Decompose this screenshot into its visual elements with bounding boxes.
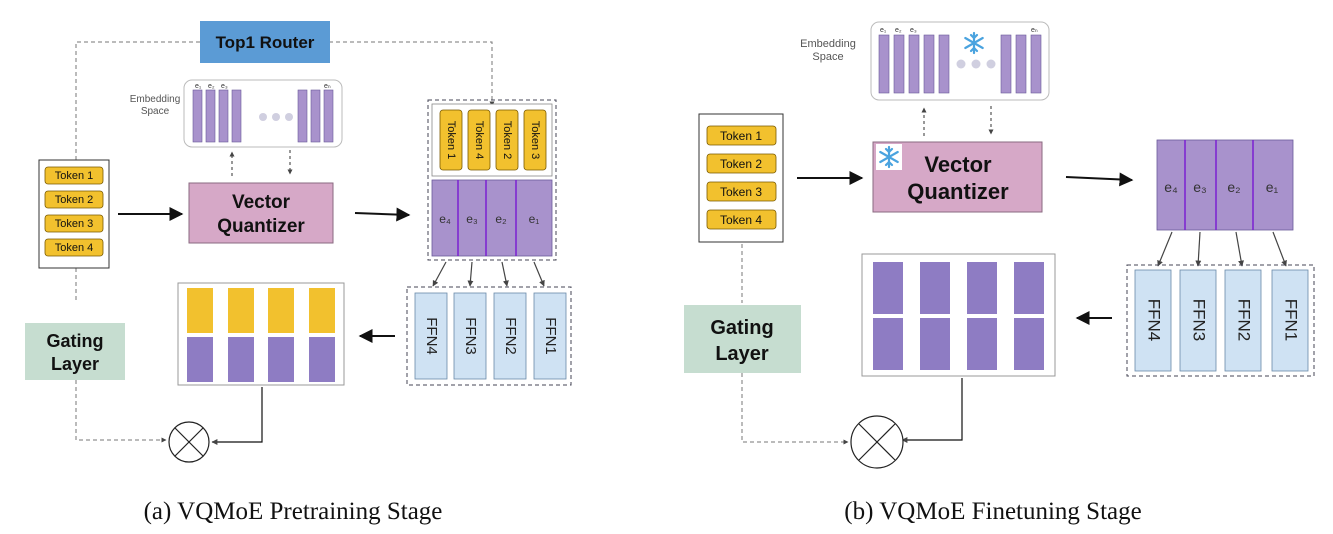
expert-a-3: FFN2	[502, 317, 519, 355]
expert-a-1: FFN4	[423, 317, 440, 355]
code-a-1: e₄	[439, 212, 451, 226]
output-to-mult-arrow-a	[211, 387, 263, 445]
embedding-label-b1: Embedding	[800, 38, 856, 50]
vq-label-b-2: Quantizer	[907, 179, 1009, 204]
token-a-2: Token 2	[55, 194, 94, 206]
expert-b-1: FFN4	[1145, 299, 1164, 342]
code-to-expert-arrows-b	[1157, 231, 1287, 267]
routed-token-a-2: Token 4	[473, 121, 485, 160]
token-b-1: Token 1	[720, 129, 762, 143]
routed-token-a-3: Token 2	[501, 121, 513, 160]
token-list-b: Token 1 Token 2 Token 3 Token 4	[706, 125, 777, 230]
vq-to-codes-arrow-a	[354, 207, 411, 222]
svg-text:e₂: e₂	[208, 83, 215, 90]
expert-a-2: FFN3	[462, 317, 479, 355]
code-labels-a: e₄ e₃ e₂ e₁	[439, 212, 539, 226]
vq-to-codes-arrow-b	[1065, 172, 1134, 187]
panel-b: Embedding Space e₁ e₂ e₃ eₙ Token 1 Token 2…	[684, 21, 1315, 525]
embedding-label-b2: Space	[812, 51, 843, 63]
token-a-1: Token 1	[55, 170, 94, 182]
embedding-label-a2: Space	[141, 106, 170, 117]
expert-group-b	[1126, 264, 1315, 377]
code-labels-b: e₄ e₃ e₂ e₁	[1164, 179, 1278, 195]
experts-b: FFN4 FFN3 FFN2 FFN1	[1134, 269, 1309, 372]
top1-router-box	[200, 21, 330, 63]
embedding-index-labels-b: e₁ e₂ e₃ eₙ	[880, 27, 1038, 34]
expert-output-bars-a	[187, 288, 335, 382]
snowflake-icon-quantizer	[874, 142, 904, 172]
svg-text:e₃: e₃	[910, 27, 917, 34]
expert-group-a	[406, 286, 572, 386]
token-a-4: Token 4	[55, 242, 94, 254]
multiply-node-b	[850, 415, 904, 469]
top1-router-label: Top1 Router	[216, 33, 315, 52]
ellipsis-dots-b	[956, 59, 996, 69]
expert-b-3: FFN2	[1235, 299, 1254, 342]
svg-text:e₁: e₁	[880, 27, 887, 34]
svg-text:eₙ: eₙ	[1031, 27, 1038, 34]
code-dividers-b	[1184, 140, 1254, 230]
gating-layer-a	[25, 323, 125, 380]
experts-a: FFN4 FFN3 FFN2 FFN1	[414, 292, 567, 380]
panel-a: Top1 Router Embedding Space e₁ e₂ e₃ eₙ Tok…	[25, 21, 572, 525]
code-block-b	[1156, 139, 1294, 231]
gating-label-a-1: Gating	[47, 331, 104, 351]
embedding-index-labels-a: e₁ e₂ e₃ eₙ	[195, 83, 331, 90]
multiply-node-a	[168, 421, 210, 463]
routed-tokens-a: Token 1 Token 4 Token 2 Token 3	[439, 109, 547, 171]
svg-text:e₃: e₃	[221, 83, 228, 90]
caption-b: (b) VQMoE Finetuning Stage	[844, 498, 1141, 525]
code-dividers-a	[457, 180, 517, 256]
code-b-2: e₃	[1193, 179, 1207, 195]
code-b-4: e₁	[1266, 179, 1279, 195]
ellipsis-dots-a	[259, 113, 293, 121]
expert-b-4: FFN1	[1282, 299, 1301, 342]
vq-label-b-1: Vector	[924, 152, 992, 177]
svg-text:e₁: e₁	[195, 83, 202, 90]
expert-a-4: FFN1	[542, 317, 559, 355]
gating-label-a-2: Layer	[51, 354, 99, 374]
gating-label-b-2: Layer	[715, 343, 769, 365]
token-b-2: Token 2	[720, 157, 762, 171]
token-a-3: Token 3	[55, 218, 94, 230]
gating-to-mult-arrow-a	[75, 380, 167, 443]
routed-token-a-1: Token 1	[445, 121, 457, 160]
token-b-4: Token 4	[720, 213, 762, 227]
code-a-4: e₁	[529, 212, 540, 226]
code-to-expert-arrows-a	[432, 261, 545, 287]
code-a-2: e₃	[466, 212, 478, 226]
code-block-a	[431, 179, 553, 257]
token-list-a: Token 1 Token 2 Token 3 Token 4	[44, 166, 104, 257]
svg-text:eₙ: eₙ	[324, 83, 331, 90]
gating-layer-b	[684, 305, 801, 373]
vector-quantizer-a	[188, 182, 334, 244]
svg-text:e₂: e₂	[895, 27, 902, 34]
caption-a: (a) VQMoE Pretraining Stage	[144, 498, 443, 525]
embedding-vectors-a	[192, 89, 334, 143]
code-b-1: e₄	[1164, 179, 1178, 195]
routed-token-a-4: Token 3	[529, 121, 541, 160]
vq-label-a-2: Quantizer	[217, 216, 305, 237]
expert-output-bars-b	[873, 262, 1044, 370]
token-b-3: Token 3	[720, 185, 762, 199]
code-a-3: e₂	[495, 212, 507, 226]
output-to-mult-arrow-b	[901, 378, 963, 443]
gating-label-b-1: Gating	[710, 317, 773, 339]
vq-label-a-1: Vector	[232, 192, 291, 213]
code-b-3: e₂	[1227, 179, 1240, 195]
routed-group-a	[427, 99, 557, 261]
gating-to-mult-arrow-b	[741, 373, 849, 445]
embedding-vectors-b	[878, 34, 1042, 94]
expert-b-2: FFN3	[1190, 299, 1209, 342]
embedding-label-a1: Embedding	[130, 94, 181, 105]
snowflake-icon-embedding	[959, 28, 989, 58]
